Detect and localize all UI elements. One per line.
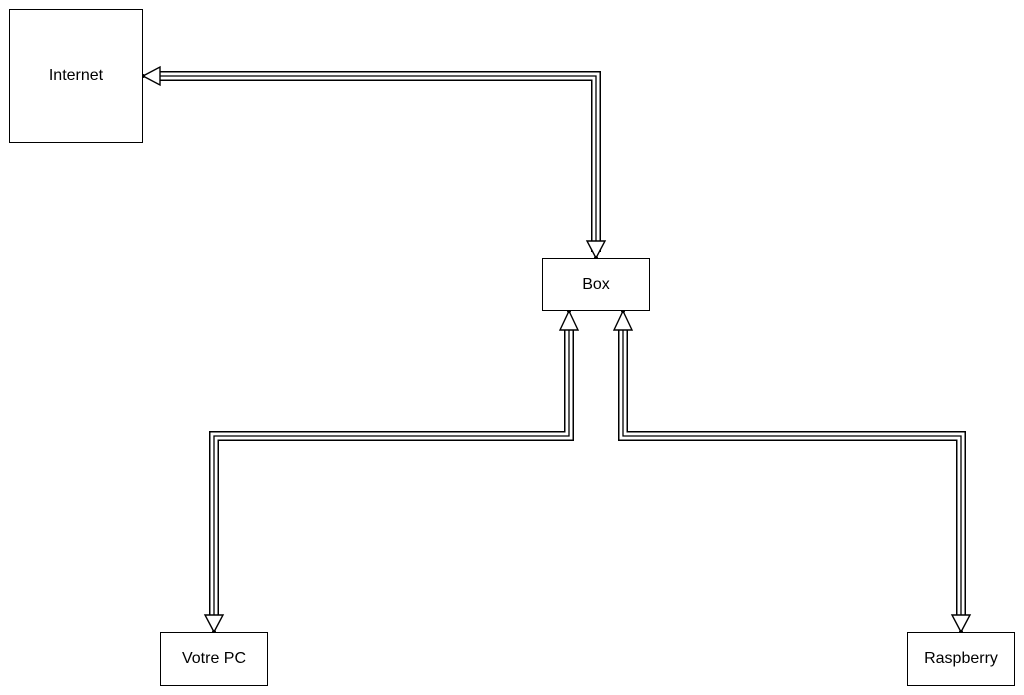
edge-box-votre-pc-gap: [210, 330, 573, 615]
arrowhead-box-from-votre-pc: [558, 309, 580, 331]
node-box[interactable]: Box: [542, 258, 650, 311]
edge-box-internet-outline: [160, 71, 601, 252]
arrowhead-box-from-internet: [585, 240, 607, 260]
edge-box-raspberry-centerline: [622, 330, 962, 615]
arrowhead-box-from-raspberry: [612, 309, 634, 331]
arrowhead-raspberry: [950, 614, 972, 634]
connectors: [141, 65, 972, 634]
edge-box-votre-pc-outline: [209, 330, 574, 615]
node-box-label: Box: [582, 275, 610, 293]
arrowhead-votre-pc: [203, 614, 225, 634]
edge-box-raspberry: [618, 330, 966, 615]
node-raspberry[interactable]: Raspberry: [907, 632, 1015, 686]
edge-box-internet-gap: [160, 72, 600, 252]
node-internet-label: Internet: [48, 67, 104, 84]
edge-box-internet-centerline: [160, 75, 597, 252]
edge-box-votre-pc-centerline: [213, 330, 570, 615]
node-raspberry-label: Raspberry: [924, 650, 998, 667]
arrowhead-internet: [141, 65, 161, 87]
node-internet[interactable]: Internet: [9, 9, 143, 143]
node-votre-pc-label: Votre PC: [181, 650, 247, 667]
edge-box-raspberry-gap: [619, 330, 965, 615]
edge-box-raspberry-outline: [618, 330, 966, 615]
node-votre-pc[interactable]: Votre PC: [160, 632, 268, 686]
edge-box-votre-pc: [209, 330, 574, 615]
edge-box-internet: [160, 71, 601, 252]
